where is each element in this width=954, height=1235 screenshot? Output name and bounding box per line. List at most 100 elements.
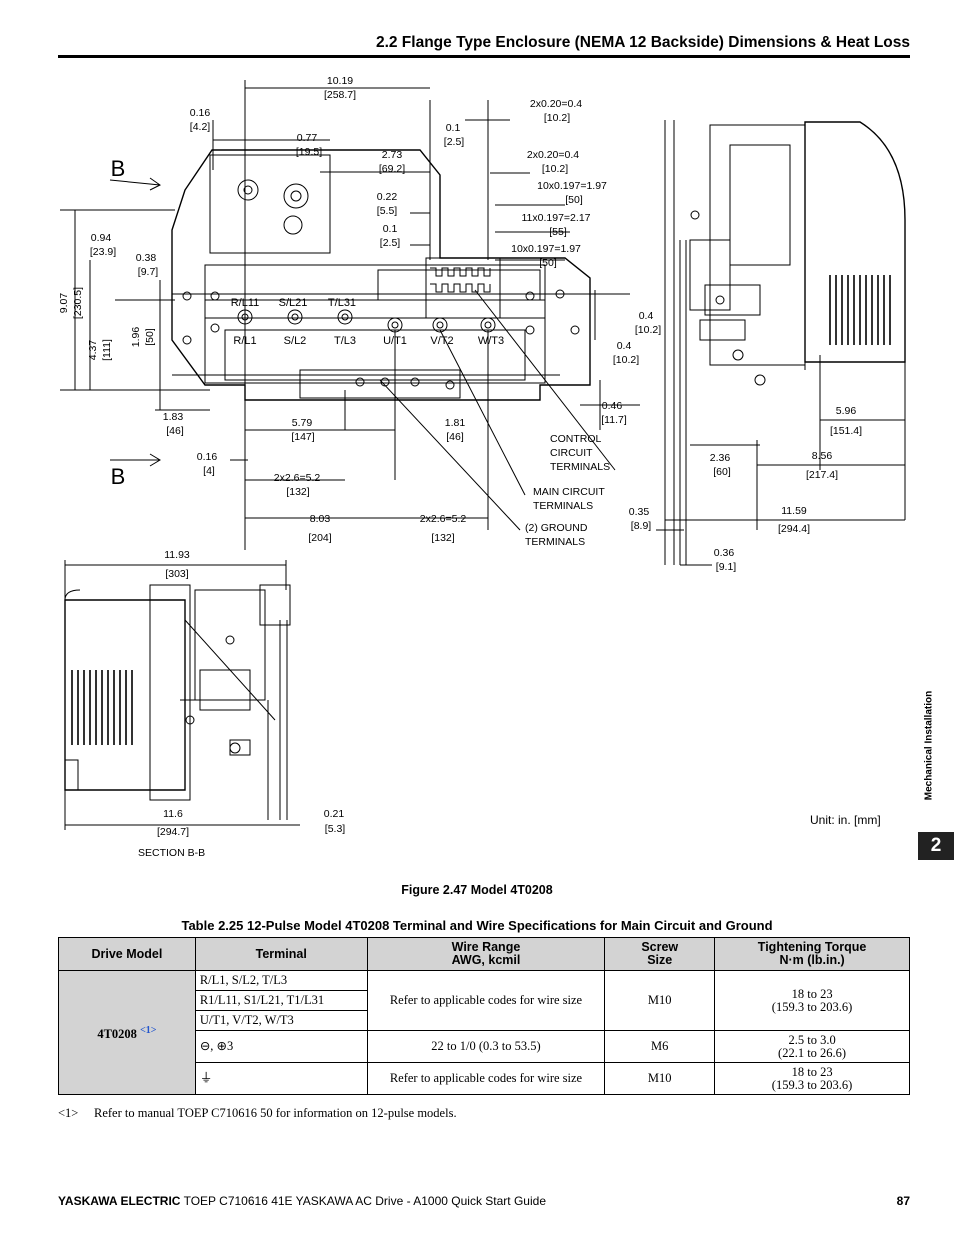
footnote-text: Refer to manual TOEP C710616 50 for info… [94,1106,457,1120]
dimension-value: [2.5] [444,136,465,148]
dimension-value: 11x0.197=2.17 [522,212,591,224]
column-header-text: Terminal [255,946,307,961]
dimension-value: [4] [203,465,215,477]
screw-size-cell: M6 [604,1030,716,1063]
dimension-value: 5.79 [292,417,313,429]
chapter-side-label: Mechanical Installation [923,690,935,801]
callout-label: CIRCUIT [550,447,593,459]
dimension-value: 0.4 [639,310,654,322]
dimension-value: [50] [144,328,156,346]
torque-cell: 18 to 23 (159.3 to 203.6) [714,970,910,1031]
dimension-value: [132] [286,486,309,498]
terminal-label: R/L1 [233,335,256,347]
dimension-value: 0.16 [190,107,211,119]
callout-label: TERMINALS [550,461,610,473]
dimension-value: [11.7] [601,414,627,426]
dimension-value: 10x0.197=1.97 [537,180,607,192]
column-header: Tightening Torque N·m (lb.in.) [714,937,910,971]
terminal-cell: R1/L11, S1/L21, T1/L31 [194,990,368,1011]
footnote-ref-link[interactable]: <1> [140,1024,157,1036]
terminal-label: T/L3 [334,335,356,347]
dimension-value: [151.4] [830,425,862,437]
section-label: SECTION B-B [138,847,205,859]
terminal-cell: R/L1, S/L2, T/L3 [194,970,368,991]
dimension-value: 11.93 [164,549,190,561]
terminal-label: U/T1 [383,335,407,347]
dimension-value: [46] [166,425,184,437]
callout-label: TERMINALS [525,536,585,548]
dimension-value: 10.19 [327,75,353,87]
terminal-label: T/L31 [328,297,356,309]
terminal-label: R/L11 [231,297,260,309]
column-header: Terminal [194,937,368,971]
torque-cell: 18 to 23 (159.3 to 203.6) [714,1062,910,1095]
dimension-value: 1.96 [130,327,142,348]
dimension-value: [217.4] [806,469,838,481]
page-footer: YASKAWA ELECTRIC TOEP C710616 41E YASKAW… [58,1194,546,1208]
screw-size-cell: M10 [604,1062,716,1095]
dimension-value: 1.81 [445,417,466,429]
footer-doc-title: TOEP C710616 41E YASKAWA AC Drive - A100… [180,1194,546,1208]
dimension-value: [230.5] [72,287,84,319]
dimension-value: 0.21 [324,808,345,820]
dimension-value: 0.1 [383,223,398,235]
dimension-value: 0.38 [136,252,157,264]
wire-range-cell: Refer to applicable codes for wire size [366,970,606,1031]
callout-label: (2) GROUND [525,522,588,534]
dimension-value: 0.35 [629,506,650,518]
dimension-value: [23.9] [90,246,116,258]
dimension-value: [5.5] [377,205,398,217]
dimension-value: [4.2] [190,121,211,133]
table-row: 4T0208 <1> R/L1, S/L2, T/L3 Refer to app… [58,970,910,1095]
dimension-value: 10x0.197=1.97 [511,243,581,255]
terminal-label: W/T3 [478,335,504,347]
wire-range-cell: Refer to applicable codes for wire size [366,1062,606,1095]
dimension-value: 1.83 [163,411,184,423]
dimension-value: [2.5] [380,237,401,249]
spec-table: Drive Model Terminal Wire Range AWG, kcm… [58,937,910,1095]
table-title: Table 2.25 12-Pulse Model 4T0208 Termina… [181,918,773,933]
column-header: Drive Model [58,937,196,971]
dimension-value: 0.16 [197,451,218,463]
table-row: ⏚ Refer to applicable codes for wire siz… [59,1062,910,1095]
dimension-value: 2.36 [710,452,731,464]
footnote: <1>Refer to manual TOEP C710616 50 for i… [58,1106,457,1121]
dimension-value: 8.56 [812,450,833,462]
dimension-value: [69.2] [379,163,405,175]
drive-model-cell: 4T0208 <1> [58,970,196,1095]
callout-label: CONTROL [550,433,601,445]
dimension-drawing: B B 10.19 [258.7] 0.16 [4.2] 0.77 [19.5]… [58,75,906,859]
table-row: ⊖, ⊕3 22 to 1/0 (0.3 to 53.5) M6 2.5 to … [59,1030,910,1063]
dimension-value: [5.3] [325,823,346,835]
dimension-value: [55] [549,226,567,238]
dimension-value: 9.07 [58,293,70,314]
dimension-value: [204] [308,532,331,544]
terminal-label: S/L21 [279,297,308,309]
dimension-value: 4.37 [87,340,99,361]
table-row: R1/L11, S1/L21, T1/L31 [59,990,910,1011]
column-header: Wire Range AWG, kcmil [366,937,606,971]
unit-note: Unit: in. [mm] [810,813,881,827]
chapter-side-tab: Mechanical Installation [914,680,944,820]
dimension-value: [10.2] [544,112,570,124]
page-title: 2.2 Flange Type Enclosure (NEMA 12 Backs… [375,34,910,51]
column-header: Screw Size [604,937,716,971]
dimension-value: 0.36 [714,547,735,559]
dimension-value: 2x0.20=0.4 [527,149,579,161]
dimension-value: 2x2.6=5.2 [274,472,321,484]
column-header-text: Screw Size [641,940,679,967]
section-mark: B [111,464,126,489]
dimension-value: [303] [165,568,188,580]
page-number: 87 [896,1194,910,1208]
dimension-value: 0.46 [602,400,623,412]
screw-size-cell: M10 [604,970,716,1031]
header-rule [58,55,910,58]
dimension-value: 2x0.20=0.4 [530,98,582,110]
dimension-value: 0.77 [297,132,318,144]
dimension-value: [258.7] [324,89,356,101]
dimension-value: [111] [101,339,113,361]
dimension-value: [60] [713,466,731,478]
dimension-value: 0.4 [617,340,632,352]
terminal-cell: ⊖, ⊕3 [194,1030,368,1063]
dimension-value: [10.2] [613,354,639,366]
